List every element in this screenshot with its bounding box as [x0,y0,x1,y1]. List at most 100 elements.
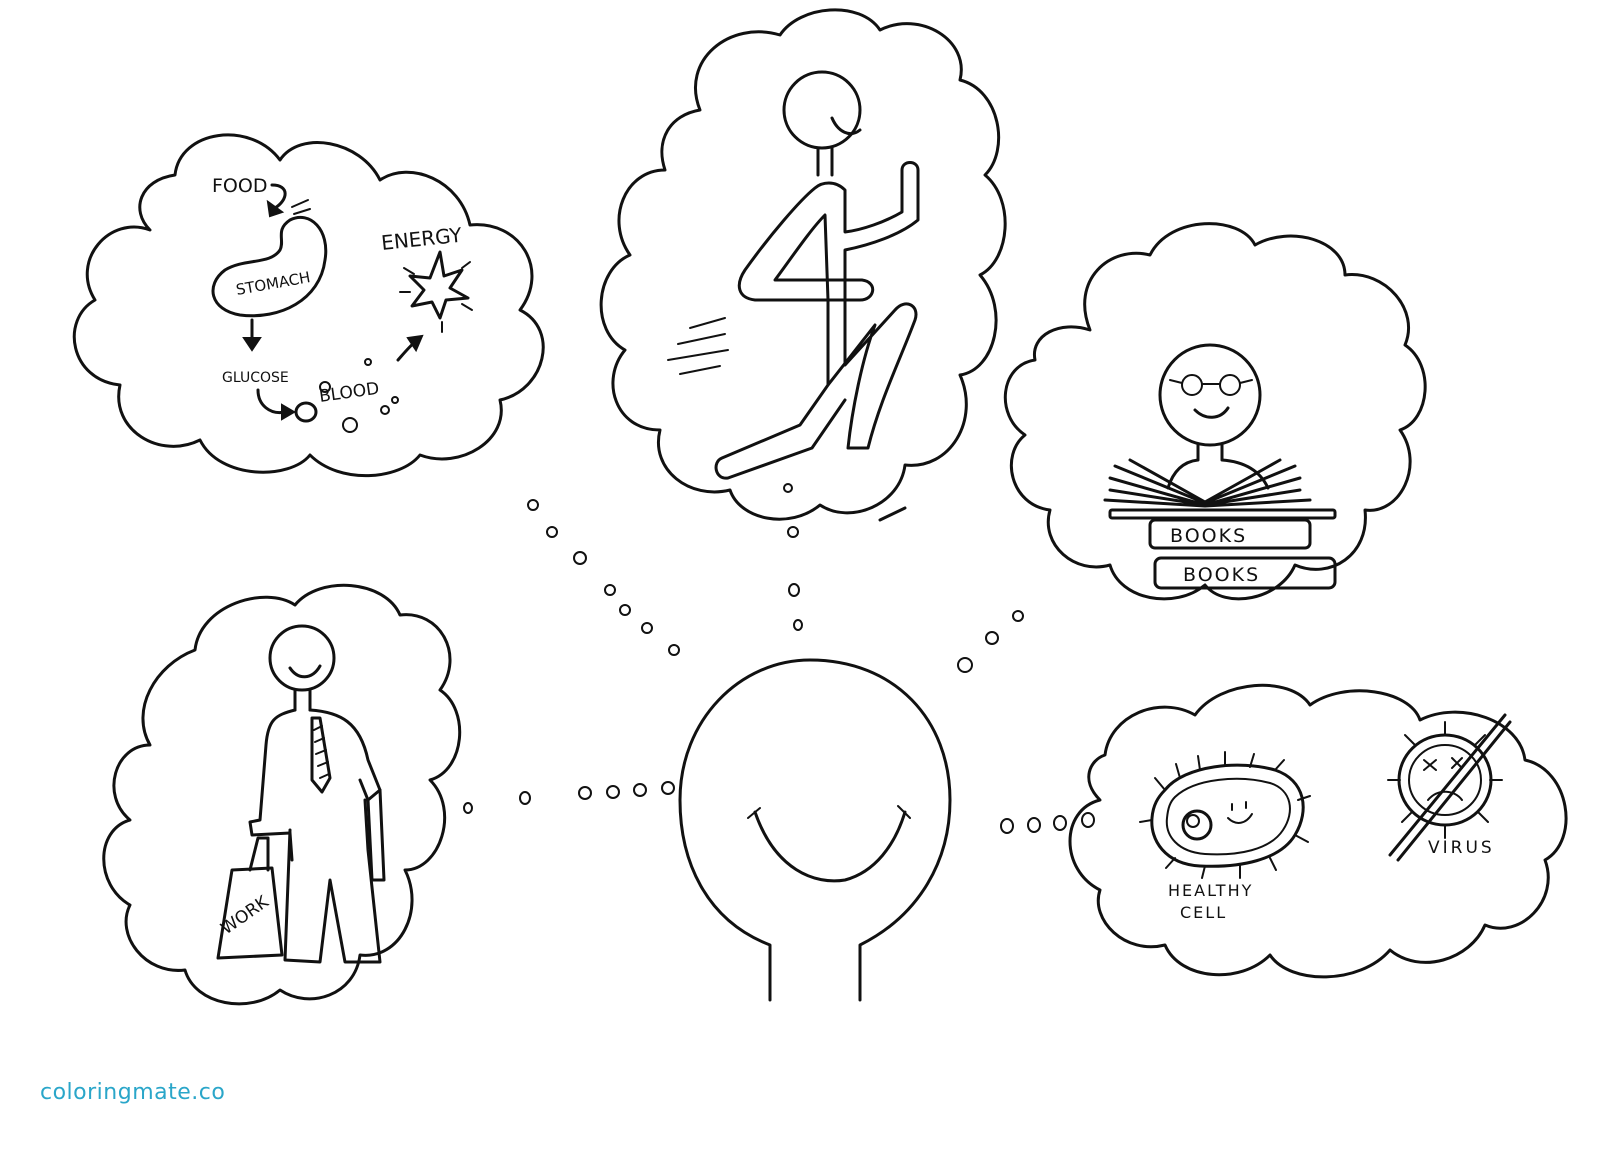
work-cloud-outline [102,583,462,1006]
trail-dot [573,551,587,565]
trail-dot [661,781,675,795]
food-label: FOOD [212,175,267,197]
trail-dot [668,644,680,656]
central-smile [753,810,907,883]
watermark-text: coloringmate.co [40,1080,226,1105]
cell-nucleus [1181,809,1213,841]
book-label-top: BOOKS [1170,525,1247,547]
book-stack-bottom [1153,556,1337,590]
runner-smile [830,116,862,135]
virus-sad-face [1423,757,1463,801]
glasses-left-lens [1181,374,1203,396]
trail-dot [957,657,973,673]
work-thought-bubble: WORK [102,583,462,1006]
energy-burst-icon [408,250,470,320]
worker-right-arm [366,788,386,882]
healthy-cell-inner [1165,777,1291,856]
stomach-label: STOMACH [235,268,312,299]
virus-label: VIRUS [1428,838,1495,858]
cell-nucleolus [1186,814,1200,828]
virus-spikes [1387,721,1503,839]
trail-dot [783,483,793,493]
trail-dot [985,631,999,645]
healthy-cell-outer [1150,763,1305,868]
central-smiling-figure [678,658,952,1002]
trail-dot [1027,817,1041,833]
tie-stripes [313,725,330,779]
stomach-outline [211,215,328,318]
virus-inner [1408,744,1482,816]
reader-head [1158,343,1262,447]
trail-dot [793,619,803,631]
trail-dot [546,526,558,538]
trail-dot [604,584,616,596]
food-arrow [270,183,287,210]
central-smile-corners [747,805,911,819]
cell-label: CELL [1180,903,1227,922]
digestion-cloud-outline [72,133,545,478]
glasses-right-lens [1219,374,1241,396]
open-book-icon [1103,458,1312,508]
trail-dot [463,802,473,814]
glucose-arrow-head [281,403,296,421]
trail-dot [1012,610,1024,622]
immunity-thought-bubble: HEALTHY CELL VIRUS [1068,683,1568,979]
worker-trousers [283,798,382,964]
glasses-bridge [1169,379,1253,385]
energy-rays [399,261,473,333]
blood-cell [319,381,331,393]
reader-neck-shoulders [1166,443,1270,490]
glucose-arrow [256,388,287,415]
virus-cross-out [1388,713,1512,862]
worker-smile [288,664,322,679]
trail-dot [1081,812,1095,828]
runner-neck [816,146,834,177]
running-thought-bubble [599,8,1007,522]
trail-dot [788,583,800,597]
blood-cell [391,396,399,404]
healthy-label: HEALTHY [1168,881,1253,900]
blood-cell [342,417,358,433]
running-cloud-outline [599,8,1007,521]
book-stack-top [1148,518,1312,550]
cloud-bottom-gap [878,506,907,522]
worker-tie [310,716,332,794]
trail-dot [527,499,539,511]
runner-body-outline [737,161,920,450]
trail-dot [1053,815,1067,831]
book-top-edge [1108,508,1337,520]
cell-cilia [1139,751,1311,879]
digestion-thought-bubble: FOOD STOMACH GLUCOSE BLOOD ENERGY [72,133,545,478]
stomach-arrow-head [242,337,262,352]
worker-head [268,624,336,692]
runner-back-leg [714,383,847,480]
trail-dot [619,604,631,616]
speed-lines [667,317,729,375]
trail-dot [578,786,592,800]
work-bag [216,866,284,960]
book-label-bottom: BOOKS [1183,564,1260,586]
energy-label: ENERGY [380,223,464,255]
thought-trail-dots [463,483,1095,834]
trail-dot [633,783,647,797]
worker-neck [293,688,312,712]
cell-face [1227,801,1253,824]
reader-smile [1193,406,1230,419]
food-arrow-head [266,199,285,218]
trail-dot [641,622,653,634]
blood-cell [364,358,372,366]
glucose-label: GLUCOSE [222,370,289,386]
reading-thought-bubble: BOOKS BOOKS [1003,222,1427,601]
runner-head [782,70,862,150]
briefcase-handle [248,836,270,872]
trail-dot [519,791,531,805]
esophagus-lines [291,199,311,215]
immunity-cloud-outline [1068,683,1568,979]
trail-dot [787,526,799,538]
energy-arrow-head [406,334,424,353]
central-head-outline [678,658,952,1002]
blood-cell-big [294,401,318,423]
blood-cell [380,405,390,415]
trail-dot [1000,818,1014,834]
